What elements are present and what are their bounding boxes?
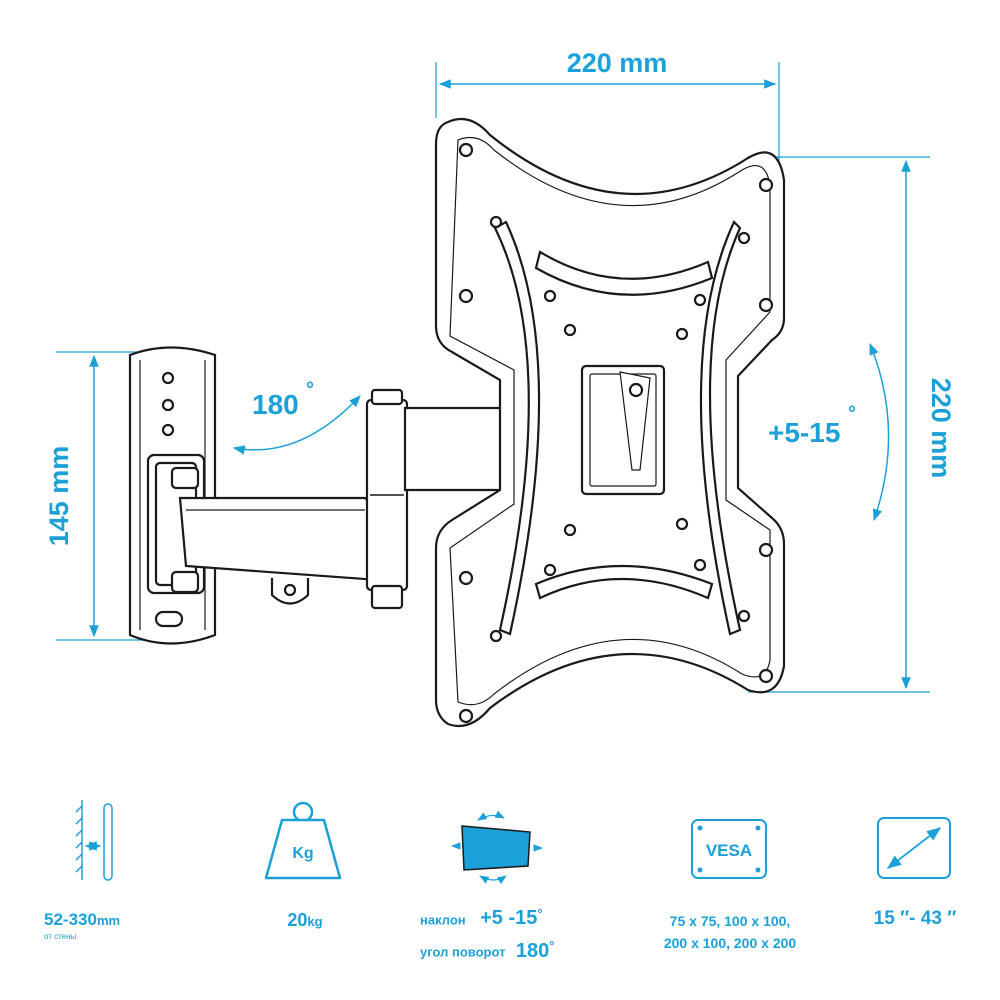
distance-note: от стены bbox=[44, 932, 77, 941]
swivel-value-degree: ° bbox=[549, 938, 555, 954]
height-dimension: 220 mm bbox=[748, 156, 956, 693]
diagonal-spec: 15 ″- 43 ″ bbox=[850, 908, 980, 930]
wall-plate-height-dimension: 145 mm bbox=[44, 351, 150, 641]
swivel-label: угол поворот bbox=[420, 944, 506, 960]
tilt-indicator: +5-15 ° bbox=[768, 342, 890, 522]
tilt-label: наклон bbox=[420, 912, 466, 928]
tilt-degree: ° bbox=[848, 403, 856, 425]
diagonal-value: 15 ″- 43 ″ bbox=[873, 908, 957, 929]
weight-kg-icon: Kg bbox=[264, 801, 342, 880]
tilt-value-degree: ° bbox=[537, 906, 543, 921]
swivel-value: 180 bbox=[515, 939, 550, 962]
wall-distance-icon bbox=[75, 800, 113, 881]
vesa-line-1: 75 x 75, 100 x 100, bbox=[669, 913, 791, 929]
width-dimension: 220 mm bbox=[435, 48, 780, 170]
articulating-arm bbox=[178, 388, 512, 610]
height-label: 220 mm bbox=[926, 378, 956, 479]
motion-spec: наклон +5 -15° угол поворот 180° bbox=[420, 906, 620, 963]
weight-value: 20 bbox=[287, 910, 308, 930]
vesa-plate bbox=[434, 117, 786, 728]
width-label: 220 mm bbox=[567, 48, 668, 78]
distance-spec: 52-330mm от стены bbox=[44, 910, 174, 941]
distance-value: 52-330 bbox=[44, 910, 97, 929]
weight-spec: 20kg bbox=[250, 910, 360, 931]
wall-plate-height-label: 145 mm bbox=[44, 446, 74, 547]
diagonal-size-icon bbox=[877, 817, 951, 879]
distance-unit: mm bbox=[96, 913, 121, 928]
swivel-angle: 180 bbox=[252, 389, 299, 420]
vesa-spec: 75 x 75, 100 x 100, 200 x 100, 200 x 200 bbox=[630, 910, 830, 954]
weight-unit: kg bbox=[307, 914, 323, 929]
vesa-icon-label: VESA bbox=[706, 841, 752, 860]
wall-plate bbox=[128, 346, 217, 645]
tilt-swivel-screen-icon bbox=[451, 810, 543, 884]
tilt-value: +5 -15 bbox=[480, 907, 538, 930]
swivel-indicator: 180 ° bbox=[232, 379, 361, 455]
vesa-line-2: 200 x 100, 200 x 200 bbox=[663, 935, 797, 951]
tilt-angle: +5-15 bbox=[768, 417, 840, 448]
vesa-icon: VESA bbox=[691, 819, 767, 879]
swivel-degree: ° bbox=[306, 379, 314, 401]
weight-icon-label: Kg bbox=[292, 845, 313, 862]
